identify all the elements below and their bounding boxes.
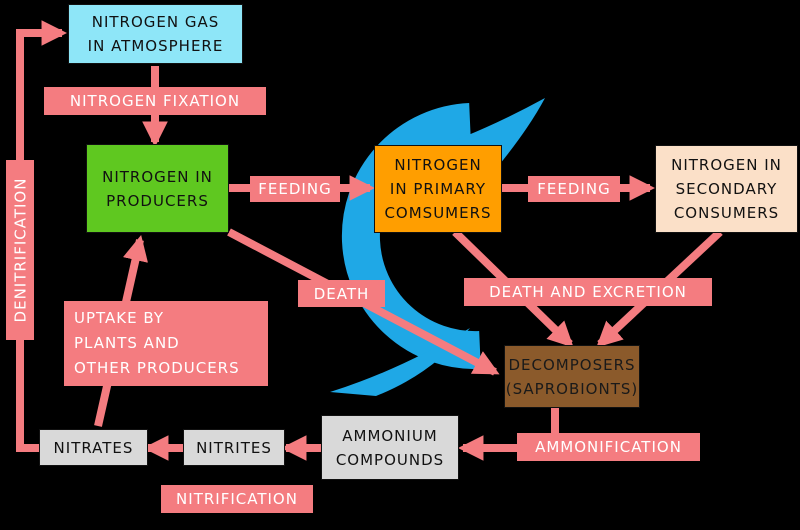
primary-line-3: COMSUMERS [384, 204, 492, 222]
uptake-line-1: UPTAKE BY [74, 309, 164, 327]
decomposers-line-1: DECOMPOSERS [508, 355, 636, 374]
ammonium-line-2: COMPOUNDS [335, 450, 445, 469]
logo-bottom-swoosh [330, 328, 470, 396]
label-nitrogen-fixation: NITROGEN FIXATION [44, 87, 266, 115]
nitrates-line-1: NITRATES [53, 438, 134, 457]
box-nitrates: NITRATES [39, 429, 148, 466]
label-ammonification: AMMONIFICATION [517, 433, 700, 461]
label-uptake-by-plants: UPTAKE BY PLANTS AND OTHER PRODUCERS [64, 301, 268, 386]
label-denitrification-text: DENITRIFICATION [11, 177, 30, 323]
atmosphere-line-1: NITROGEN GAS [91, 13, 220, 31]
atmosphere-line-2: IN ATMOSPHERE [87, 37, 224, 55]
producers-line-2: PRODUCERS [106, 191, 209, 210]
box-decomposers: DECOMPOSERS (SAPROBIONTS) [504, 345, 640, 408]
box-nitrogen-gas-atmosphere: NITROGEN GAS IN ATMOSPHERE [68, 4, 243, 64]
box-nitrogen-in-primary-consumers: NITROGEN IN PRIMARY COMSUMERS [374, 145, 502, 233]
label-nitrification: NITRIFICATION [161, 485, 313, 513]
ammonium-line-1: AMMONIUM [342, 426, 438, 445]
box-nitrogen-in-secondary-consumers: NITROGEN IN SECONDARY CONSUMERS [655, 145, 798, 233]
secondary-line-1: NITROGEN IN [671, 156, 782, 174]
primary-line-2: IN PRIMARY [389, 180, 487, 198]
secondary-line-3: CONSUMERS [673, 204, 780, 222]
secondary-line-2: SECONDARY [675, 180, 778, 198]
label-death: DEATH [298, 280, 385, 307]
decomposers-line-2: (SAPROBIONTS) [505, 379, 639, 398]
label-denitrification: DENITRIFICATION [6, 160, 34, 340]
uptake-line-3: OTHER PRODUCERS [74, 359, 240, 377]
primary-line-1: NITROGEN [394, 156, 482, 174]
nitrites-line-1: NITRITES [196, 438, 272, 457]
label-feeding-consumers: FEEDING [528, 176, 620, 202]
label-death-and-excretion: DEATH AND EXCRETION [464, 278, 712, 306]
uptake-line-2: PLANTS AND [74, 334, 180, 352]
box-nitrogen-in-producers: NITROGEN IN PRODUCERS [86, 144, 229, 233]
label-feeding-producers: FEEDING [250, 176, 340, 202]
box-ammonium-compounds: AMMONIUM COMPOUNDS [321, 415, 459, 480]
producers-line-1: NITROGEN IN [102, 167, 213, 186]
box-nitrites: NITRITES [183, 429, 285, 466]
